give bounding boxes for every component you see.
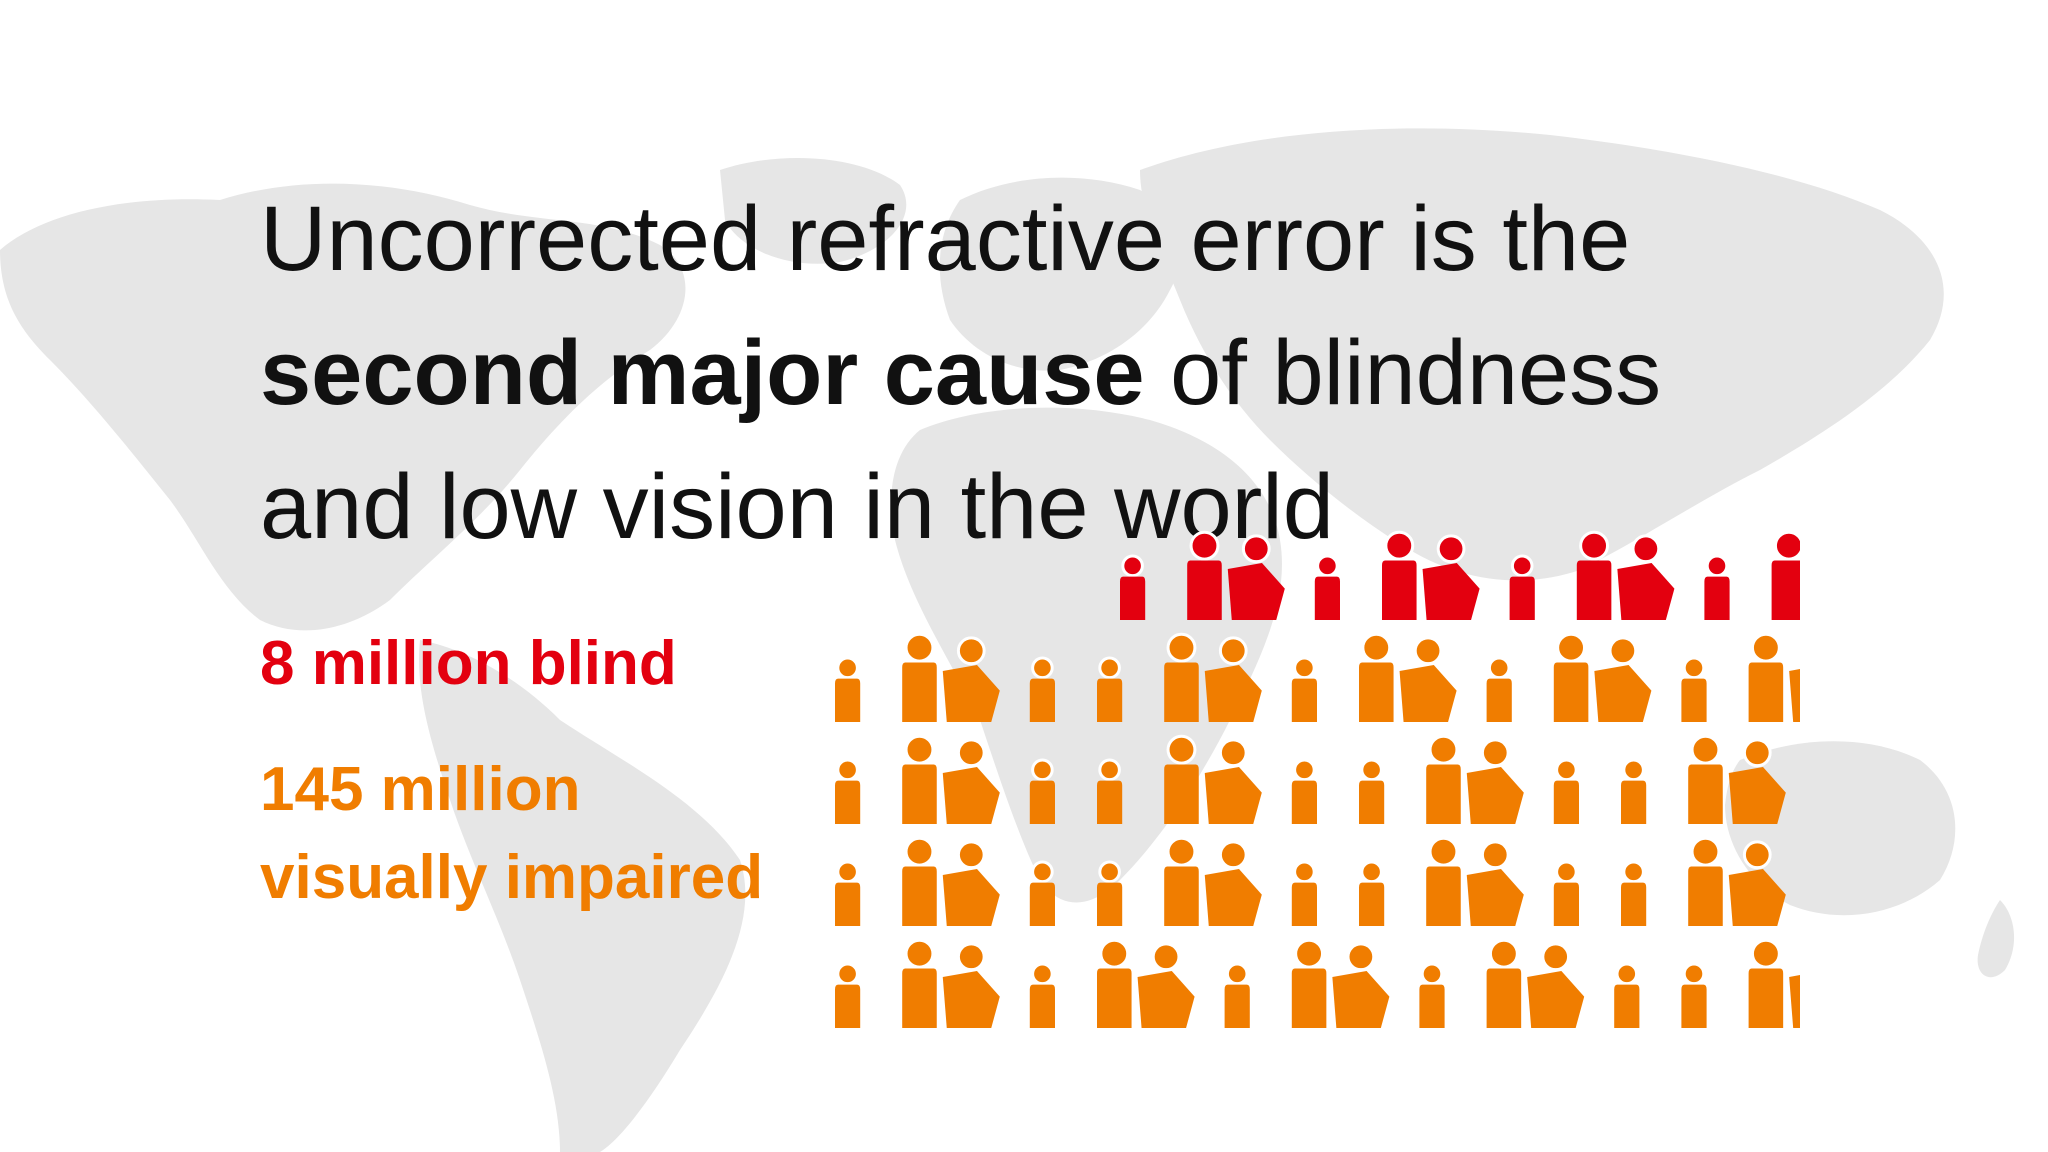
person-icon (1419, 962, 1445, 1028)
person-icon (1688, 734, 1786, 824)
person-icon (1359, 758, 1385, 824)
person-icon (835, 656, 861, 722)
person-icon (1029, 860, 1055, 926)
person-icon (835, 860, 861, 926)
person-icon (902, 836, 1000, 926)
headline-line-2-rest: of blindness (1144, 322, 1662, 424)
person-icon (1426, 734, 1524, 824)
person-icon (1187, 530, 1285, 620)
person-icon (835, 962, 861, 1028)
stat-visually-impaired: 145 million visually impaired (260, 746, 860, 922)
person-icon (1164, 836, 1262, 926)
person-icon (1359, 632, 1457, 722)
person-icon (1748, 632, 1800, 722)
person-icon (902, 632, 1000, 722)
stat-impaired-line-2: visually impaired (260, 843, 764, 912)
stat-impaired-line-1: 145 million (260, 755, 581, 824)
person-icon (1120, 554, 1146, 620)
person-icon (1553, 758, 1579, 824)
person-icon (1029, 656, 1055, 722)
person-icon (1097, 656, 1123, 722)
person-icon (1509, 554, 1535, 620)
person-icon (1359, 860, 1385, 926)
person-icon (1553, 632, 1652, 722)
person-icon (1681, 656, 1707, 722)
person-icon (1224, 962, 1250, 1028)
person-icon (1029, 758, 1055, 824)
person-icon (1681, 962, 1707, 1028)
headline-line-3: and low vision in the world (260, 456, 1334, 558)
person-icon (1704, 554, 1730, 620)
person-icon (1426, 836, 1524, 926)
headline-line-1: Uncorrected refractive error is the (260, 188, 1631, 290)
person-icon (1097, 938, 1195, 1028)
person-icon (1097, 758, 1123, 824)
people-icon-grid (835, 530, 1800, 1028)
person-icon (902, 938, 1000, 1028)
headline-emphasis: second major cause (260, 322, 1145, 424)
person-icon (835, 758, 861, 824)
person-icon (1621, 860, 1647, 926)
person-icon (1314, 554, 1340, 620)
person-icon (1164, 632, 1262, 722)
person-icon (1748, 938, 1800, 1028)
person-icon (1553, 860, 1579, 926)
person-icon (1097, 860, 1123, 926)
headline: Uncorrected refractive error is the seco… (260, 172, 1800, 574)
person-icon (1291, 656, 1317, 722)
stat-blind: 8 million blind (260, 629, 677, 698)
person-icon (1291, 860, 1317, 926)
person-icon (1164, 734, 1262, 824)
person-icon (1382, 530, 1480, 620)
person-icon (1688, 836, 1786, 926)
person-icon (1771, 530, 1800, 620)
person-icon (902, 734, 1000, 824)
person-icon (1291, 758, 1317, 824)
person-icon (1029, 962, 1055, 1028)
person-icon (1614, 962, 1640, 1028)
person-icon (1486, 938, 1585, 1028)
person-icon (1621, 758, 1647, 824)
person-icon (1291, 938, 1390, 1028)
person-icon (1576, 530, 1675, 620)
person-icon (1486, 656, 1512, 722)
